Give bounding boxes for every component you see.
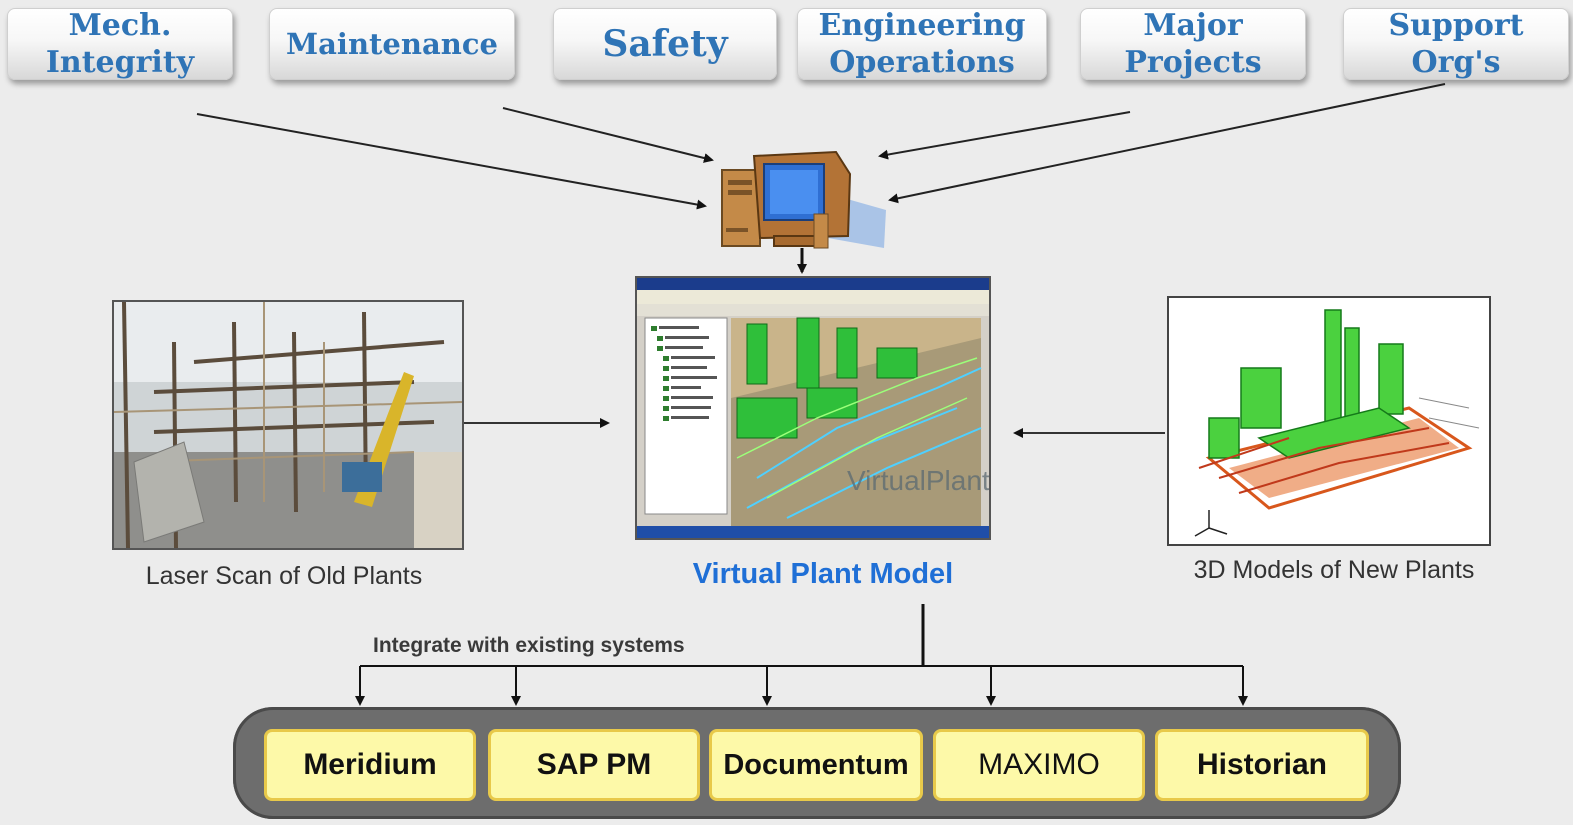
system-documentum[interactable]: Documentum [709, 729, 923, 801]
arrow-mech-to-computer [196, 113, 707, 210]
dept-engineering-operations[interactable]: Engineering Operations [797, 8, 1047, 80]
virtual-plant-caption: Virtual Plant Model [692, 558, 954, 590]
new-plants-model-image [1167, 296, 1491, 546]
dept-support-orgs[interactable]: Support Org's [1343, 8, 1569, 80]
dept-major-projects[interactable]: Major Projects [1080, 8, 1306, 80]
arrow-support-to-computer [888, 83, 1446, 204]
laser-scan-caption: Laser Scan of Old Plants [145, 562, 423, 590]
system-sap-pm[interactable]: SAP PM [488, 729, 700, 801]
integrate-label: Integrate with existing systems [373, 634, 685, 657]
system-historian[interactable]: Historian [1155, 729, 1369, 801]
dept-safety[interactable]: Safety [553, 8, 777, 80]
systems-container: Meridium SAP PM Documentum MAXIMO Histor… [233, 707, 1401, 819]
arrow-major-to-computer [878, 111, 1131, 160]
system-meridium[interactable]: Meridium [264, 729, 476, 801]
virtual-plant-watermark: VirtualPlant [847, 465, 989, 496]
computer-icon [721, 150, 886, 249]
system-maximo[interactable]: MAXIMO [933, 729, 1145, 801]
dept-mech-integrity[interactable]: Mech. Integrity [7, 8, 233, 80]
dept-maintenance[interactable]: Maintenance [269, 8, 515, 80]
laser-scan-image [112, 300, 464, 550]
new-plants-caption: 3D Models of New Plants [1193, 556, 1475, 584]
arrow-maintenance-to-computer [502, 107, 714, 163]
virtual-plant-image: VirtualPlant [635, 276, 991, 540]
